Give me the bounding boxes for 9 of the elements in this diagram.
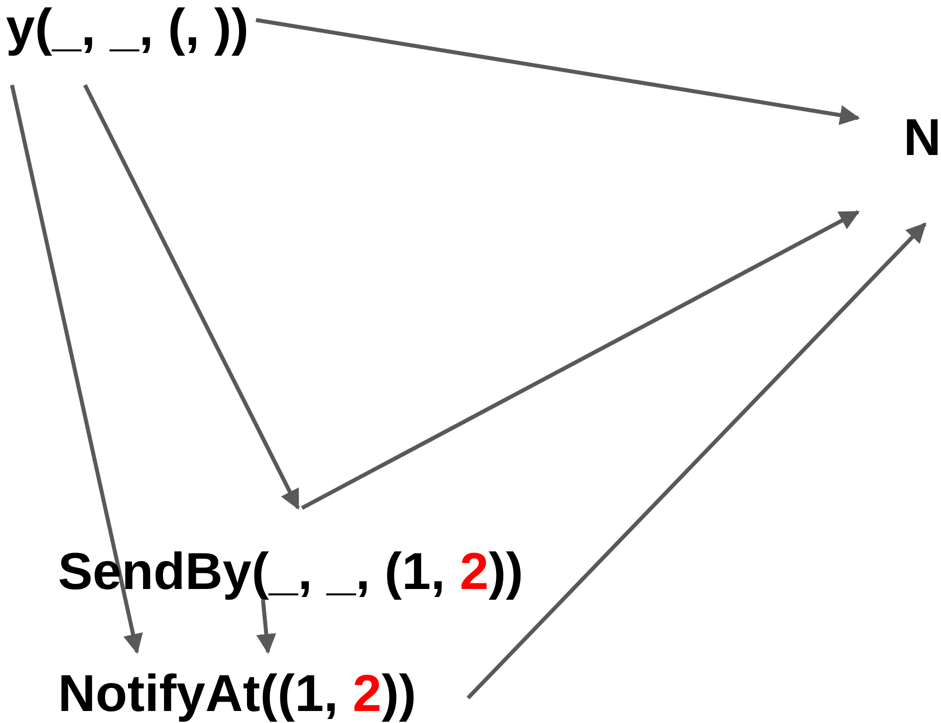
arrow	[83, 84, 300, 510]
function-label: y(_, _, (, ))	[6, 0, 249, 56]
function-label: NotifyAt((1, 2))	[58, 666, 416, 722]
arrow	[466, 222, 926, 700]
arrow	[10, 84, 143, 654]
arrow	[256, 600, 276, 654]
function-label: N	[903, 110, 941, 166]
arrow	[256, 18, 860, 125]
arrow	[301, 210, 860, 510]
